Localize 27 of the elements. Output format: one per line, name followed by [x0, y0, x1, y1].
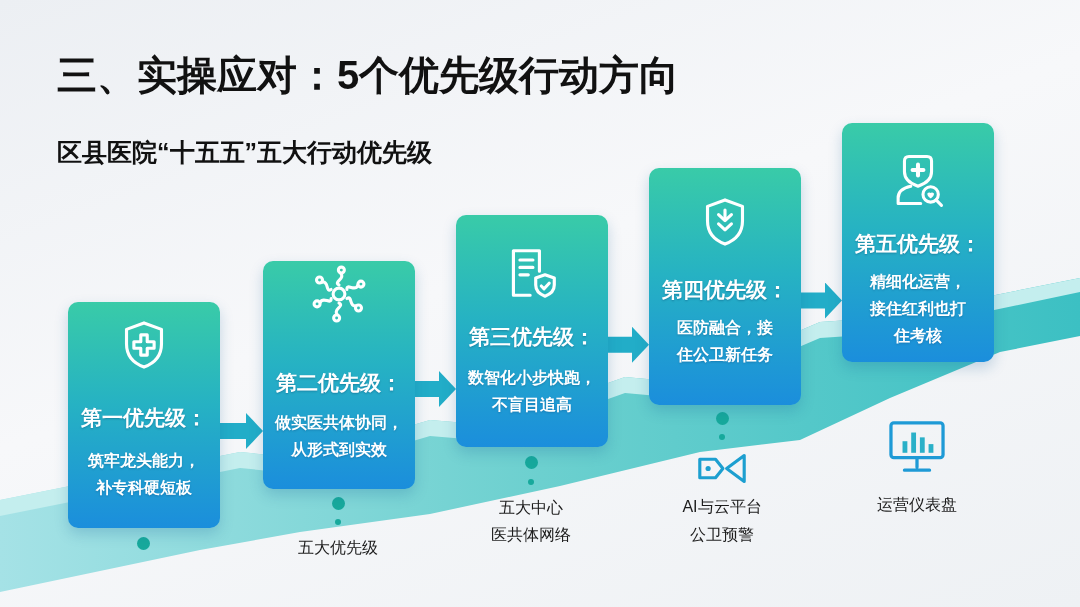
priority-card	[842, 123, 994, 362]
priority-card	[456, 215, 608, 447]
card-text: 做实医共体协同，从形式到实效	[273, 412, 404, 460]
caption: 五大优先级	[298, 538, 378, 558]
card-heading: 第二优先级：	[276, 370, 402, 396]
card-heading: 第五优先级：	[855, 231, 981, 257]
title: 三、实操应对：5个优先级行动方向	[57, 52, 680, 99]
priority-card	[263, 261, 415, 489]
arrow	[220, 413, 263, 449]
arrow	[608, 326, 649, 363]
arrow	[415, 371, 456, 407]
arrow	[801, 282, 842, 319]
priority-card	[68, 302, 220, 528]
card-heading: 第一优先级：	[81, 405, 207, 431]
card-heading: 第三优先级：	[469, 324, 595, 350]
subtitle: 区县医院“十五五”五大行动优先级	[57, 137, 432, 168]
priority-card	[649, 168, 801, 405]
caption: 公卫预警	[690, 525, 754, 545]
caption: AI与云平台	[682, 497, 762, 517]
card-text: 医防融合，接住公卫新任务	[675, 317, 774, 365]
card-text: 数智化小步快跑，不盲目追高	[467, 367, 597, 415]
caption: 医共体网络	[491, 525, 571, 545]
card-text: 精细化运营，接住红利也打住考核	[869, 271, 967, 346]
card-text: 筑牢龙头能力，补专科硬短板	[87, 450, 201, 498]
card-heading: 第四优先级：	[662, 277, 788, 303]
caption: 五大中心	[499, 498, 563, 518]
caption: 运营仪表盘	[877, 495, 957, 515]
